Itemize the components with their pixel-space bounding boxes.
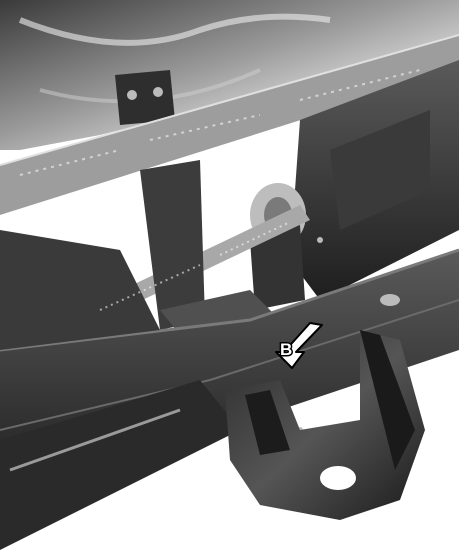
bushing bbox=[250, 183, 306, 310]
surface-texture bbox=[19, 69, 421, 311]
crossmember-right bbox=[290, 60, 459, 300]
strap-upper bbox=[0, 34, 459, 215]
fuel-tank bbox=[0, 0, 459, 150]
callout-label-b: B bbox=[280, 340, 292, 359]
upper-bracket bbox=[115, 70, 175, 125]
callout-arrow-icon bbox=[275, 322, 323, 369]
tow-hitch-bracket bbox=[225, 330, 425, 520]
frame-rail-left bbox=[0, 230, 240, 550]
